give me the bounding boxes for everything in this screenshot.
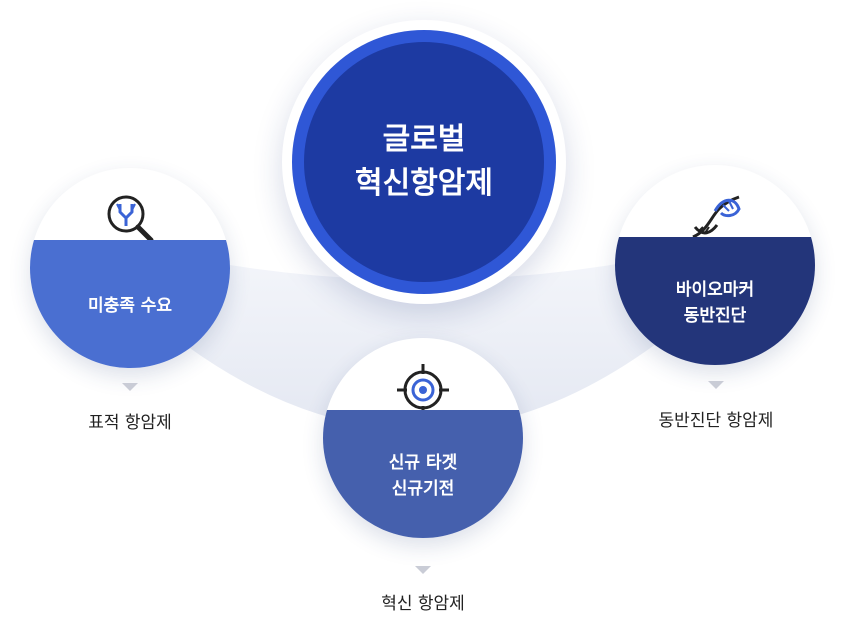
node-label-left: 표적 항암제 <box>88 413 172 433</box>
arrow-down-icon <box>708 381 724 389</box>
node-caption: 미충족 수요 <box>30 240 230 368</box>
node-caption: 바이오마커 동반진단 <box>615 237 815 365</box>
target-icon <box>397 364 449 416</box>
node-label-middle: 혁신 항암제 <box>381 594 465 614</box>
node-caption: 신규 타겟 신규기전 <box>323 410 523 538</box>
caption-line2: 신규기전 <box>391 479 455 499</box>
node-unmet-needs: 미충족 수요 <box>30 168 230 368</box>
arrow-down-icon <box>415 566 431 574</box>
node-biomarker: 바이오마커 동반진단 <box>615 165 815 365</box>
antibody-magnifier-icon <box>107 195 154 243</box>
caption-line1: 바이오마커 <box>675 280 755 300</box>
node-new-target: 신규 타겟 신규기전 <box>323 338 523 538</box>
dna-icon <box>692 195 741 239</box>
caption-line1: 미충족 수요 <box>87 296 173 316</box>
caption-line2: 동반진단 <box>683 306 747 326</box>
node-label-right: 동반진단 항암제 <box>658 411 774 431</box>
caption-line1: 신규 타겟 <box>388 453 458 473</box>
center-circle: 글로벌 혁신항암제 <box>304 42 544 282</box>
center-title-line1: 글로벌 <box>382 122 466 157</box>
arrow-down-icon <box>122 383 138 391</box>
center-title-line2: 혁신항암제 <box>355 166 493 201</box>
